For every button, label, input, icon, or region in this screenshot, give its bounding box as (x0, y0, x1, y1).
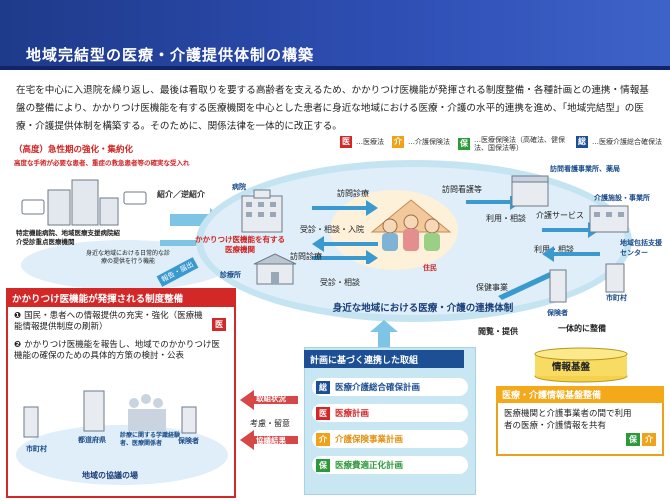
header-underline (0, 66, 670, 70)
system-item-1: ❶ 国民・患者への情報提供の充実・強化（医療機能情報提供制度の刷新） (14, 311, 203, 332)
plan-label: 医療計画 (335, 409, 370, 419)
forum-pref-label: 都道府県 (78, 436, 106, 444)
specific-hospital-label: 特定機能病院、地域医療支援病院紹介受診重点医療機関 (16, 229, 120, 246)
consider-label: 考慮・留意 (250, 419, 290, 428)
info-tag-care: 介 (642, 433, 656, 446)
legend-tag: 総 (576, 136, 588, 148)
regional-forum-illustration (16, 390, 228, 485)
plan-label: 介護保険事業計画 (335, 435, 404, 445)
forum-label: 地域の協議の場 (82, 471, 138, 480)
kakaritsuke-system-title: かかりつけ医機能が発揮される制度整備 (6, 288, 236, 307)
community-center-label: 地域包括支援センター (620, 239, 662, 257)
acute-illustration (21, 179, 229, 290)
clinic-icon (253, 253, 297, 285)
forum-experts-label: 診療に関する学識経験者、医療関係者 (120, 432, 181, 447)
legend-label: …医療法 (356, 138, 384, 146)
home-nursing-icon (511, 175, 549, 207)
plan-item-insurance: 保 医療費適正化計画 (312, 456, 468, 474)
unified-label: 一体的に整備 (558, 324, 606, 333)
system-tag: 医 (212, 312, 226, 331)
referral-return-arrow-icon (160, 240, 200, 246)
page-header: 地域完結型の医療・介護提供体制の構築 (0, 0, 670, 70)
home-nursing-label: 訪問看護事業所、薬局 (550, 165, 620, 173)
plan-tag: 保 (316, 458, 330, 472)
browse-label: 閲覧・提供 (478, 327, 518, 336)
result-label: 協議結果 (256, 436, 286, 445)
acute-subtitle: 高度な手術が必要な患者、重症の救急患者等の確実な受入れ (14, 159, 190, 167)
info-infra-title: 医療・介護情報基盤整備 (496, 386, 664, 403)
plan-tag: 総 (316, 380, 330, 394)
plan-label: 医療費適正化計画 (335, 461, 404, 471)
legend-label: …医療介護総合確保法 (592, 138, 662, 146)
system-item-2: ❷ かかりつけ医機能を報告し、地域でのかかりつけ医機能の確保のための具体的方策の… (14, 340, 220, 361)
use-consult-label: 利用・相談 (486, 214, 526, 223)
visit-nursing-label: 訪問看護等 (442, 185, 482, 194)
intro-text: 在宅を中心に入退院を繰り返し、最後は看取りを要する高齢者を支えるため、かかりつけ… (16, 85, 649, 132)
middle-arrows (240, 390, 298, 450)
ambulance-icon (21, 199, 45, 215)
residents-illustration (370, 199, 452, 251)
legend-tag: 医 (340, 136, 352, 148)
ambulance-icon (123, 191, 147, 205)
municipality-label: 市町村 (606, 294, 627, 302)
hospital-building-icon (71, 179, 99, 226)
info-infra-text: 医療機関と介護事業者の間で利用者の医療・介護情報を共有 (504, 409, 632, 431)
resident-label: 住民 (423, 264, 437, 272)
hospital-icon (241, 189, 283, 233)
info-base-label: 情報基盤 (552, 362, 591, 373)
info-infra-tags: 保 介 (626, 433, 656, 446)
care-service-label: 介護サービス (536, 211, 584, 220)
insurer-label: 保険者 (547, 309, 568, 317)
outpatient-admit-label: 受診・相談・入院 (300, 225, 364, 234)
insurance-work-label: 保健事業 (476, 283, 508, 292)
page-title: 地域完結型の医療・介護提供体制の構築 (26, 46, 315, 64)
oval-arrows-right (466, 196, 600, 300)
plan-item-care: 介 介護保険事業計画 (312, 430, 468, 448)
info-tag-insurance: 保 (626, 433, 640, 446)
system-item-2-text: かかりつけ医機能を報告し、地域でのかかりつけ医機能の確保のための具体的方策の検討… (14, 340, 220, 361)
legend-label: …介護保険法 (408, 138, 450, 146)
forum-insurer-label: 保険者 (178, 437, 199, 445)
legend-insurance: 保 …医療保険法（高確法、健保法、国保法等） (458, 136, 576, 152)
plans-title: 計画に基づく連携した取組 (304, 350, 464, 368)
legend-label: …医療保険法（高確法、健保法、国保法等） (474, 136, 565, 152)
hospital-wing-icon (99, 197, 119, 226)
oval-arrows-left (312, 200, 378, 264)
plan-tag: 医 (316, 406, 330, 420)
hospital-label: 病院 (232, 183, 246, 191)
kakaritsuke-institution-label: かかりつけ医機能を有する医療機関 (194, 235, 286, 254)
legend-medical: 医 …医療法 (340, 136, 384, 148)
referral-label: 紹介／逆紹介 (157, 190, 205, 199)
daily-care-label: 身近な地域における日常的な診療の提供を行う機能 (85, 250, 170, 265)
legend-tag: 保 (458, 138, 470, 150)
municipality-icon (605, 263, 625, 293)
info-base-cylinder (534, 347, 628, 383)
plan-label: 医療介護総合確保計画 (335, 383, 421, 393)
legend-tag: 介 (392, 136, 404, 148)
outpatient-label: 受診・相談 (320, 278, 360, 287)
plan-item-general: 総 医療介護総合確保計画 (312, 378, 468, 396)
horizontal-network-label: 身近な地域における医療・介護の連携体制 (332, 303, 514, 314)
acute-block: （高度）急性期の強化・集約化 高度な手術が必要な患者、重症の救急患者等の確実な受… (14, 143, 234, 167)
plans-up-arrow-icon (370, 320, 398, 350)
legend-general: 総 …医療介護総合確保法 (576, 136, 662, 148)
visit-medical-label-2: 訪問診療 (290, 252, 322, 261)
legend-care: 介 …介護保険法 (392, 136, 450, 148)
forum-city-label: 市町村 (26, 445, 47, 453)
status-label: 取組状況 (256, 394, 286, 403)
plan-tag: 介 (316, 432, 330, 446)
care-facility-label: 介護施設・事業所 (594, 194, 650, 202)
hospital-tower-icon (47, 189, 71, 226)
visit-medical-label: 訪問診療 (337, 189, 369, 198)
clinic-label: 診療所 (220, 271, 241, 279)
system-item-1-text: 国民・患者への情報提供の充実・強化（医療機能情報提供制度の刷新） (14, 311, 203, 332)
plan-item-medical: 医 医療計画 (312, 404, 468, 422)
acute-title: （高度）急性期の強化・集約化 (14, 145, 134, 155)
system-tag-pill: 医 (212, 318, 226, 331)
insurer-icon (549, 269, 567, 303)
care-facility-icon (589, 205, 629, 233)
